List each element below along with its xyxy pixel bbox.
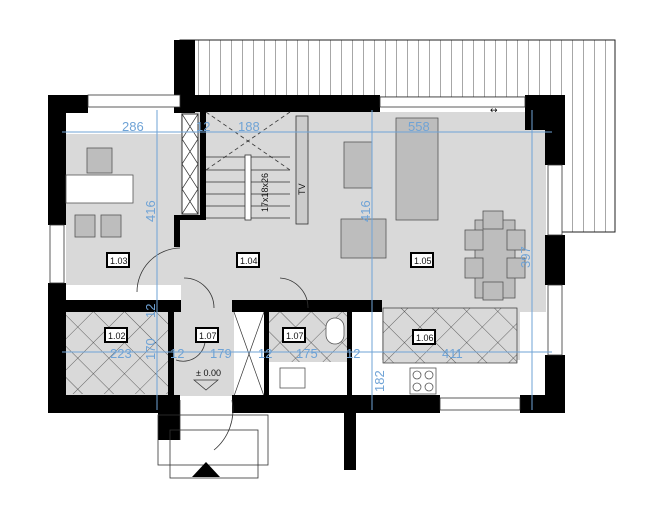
svg-text:12: 12 [170,346,184,361]
svg-text:175: 175 [296,346,318,361]
svg-text:182: 182 [372,370,387,392]
svg-text:12: 12 [143,304,158,318]
room-label-1-06: 1.06 [412,329,436,345]
svg-text:12: 12 [258,346,272,361]
office-chair [86,147,113,174]
svg-text:286: 286 [122,119,144,134]
armchair-b [100,214,122,238]
sofa [395,117,439,221]
svg-text:416: 416 [358,200,373,222]
svg-text:1.04: 1.04 [240,256,258,266]
svg-text:558: 558 [408,119,430,134]
svg-text:1.07: 1.07 [286,331,304,341]
svg-text:1.05: 1.05 [414,256,432,266]
coffee-table [343,141,373,189]
stairs-label: 17x18x26 [260,173,270,212]
room-label-1-03: 1.03 [106,252,130,268]
room-label-1-05: 1.05 [410,252,434,268]
armchair-a [74,214,96,238]
desk [65,174,134,204]
svg-text:397: 397 [518,246,533,268]
entrance-arrow-icon [192,462,220,477]
svg-text:12: 12 [196,119,210,134]
room-label-1-04: 1.04 [236,252,260,268]
svg-text:1.03: 1.03 [110,256,128,266]
room-label-1-07b: 1.07 [282,327,306,343]
svg-text:1.06: 1.06 [416,333,434,343]
windows [49,94,563,411]
room-label-1-02: 1.02 [104,327,128,343]
dimension-texts: 286 12 188 558 416 416 397 12 170 223 12… [110,119,533,392]
svg-text:170: 170 [143,338,158,360]
stairs [205,111,309,225]
svg-text:411: 411 [442,346,463,361]
sliding-arrow-icon: ↔ [490,106,498,116]
armchair [340,218,387,259]
room-1-06-tiles [382,307,518,364]
svg-text:188: 188 [238,119,260,134]
furniture [65,117,526,395]
shaft [181,113,199,215]
svg-text:179: 179 [210,346,232,361]
sink [279,367,306,389]
dimension-lines [62,110,552,410]
room-1-02-tiles [66,312,168,394]
svg-text:12: 12 [346,346,360,361]
svg-text:223: 223 [110,346,132,361]
svg-text:1.02: 1.02 [108,331,126,341]
room-labels: 1.02 1.03 1.04 1.05 1.06 1.07 1.07 [104,252,436,345]
svg-text:416: 416 [143,200,158,222]
room-label-1-07a: 1.07 [195,327,219,343]
tv-label: TV [297,183,307,195]
level-label: ± 0.00 [196,368,221,378]
svg-text:1.07: 1.07 [199,331,217,341]
toilet [325,317,345,345]
